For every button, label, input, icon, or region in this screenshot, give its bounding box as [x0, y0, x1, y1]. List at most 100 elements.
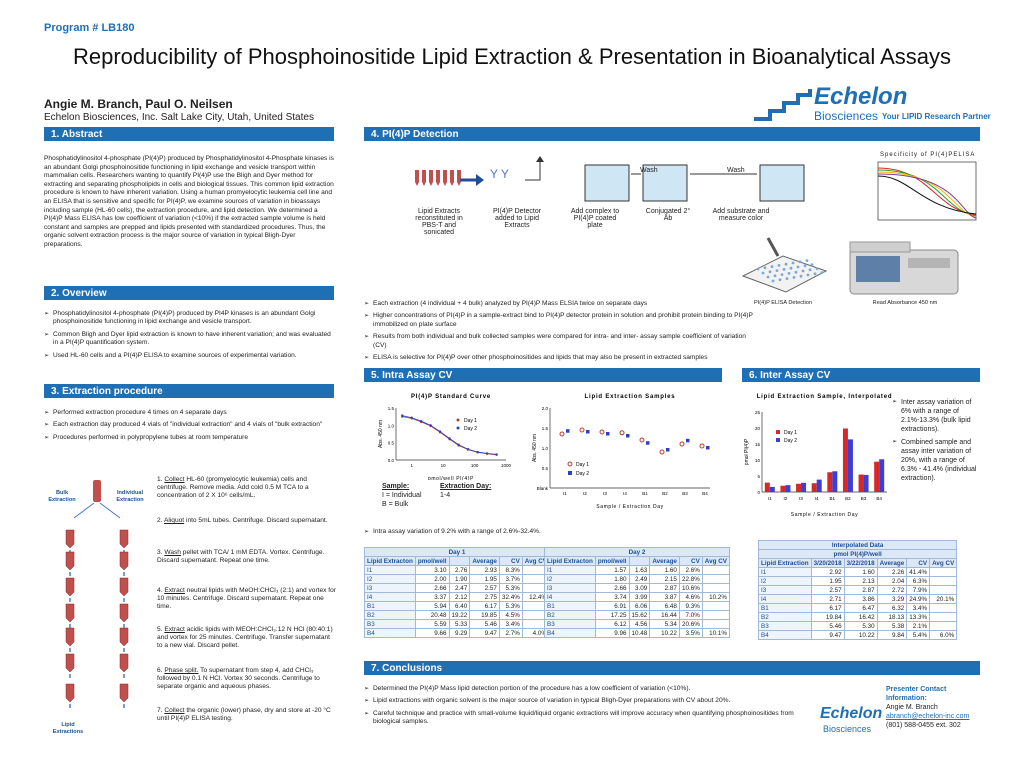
y-tick: 0.5: [542, 466, 549, 471]
y-tick: 10: [755, 458, 761, 463]
abstract-text: Phosphatidylinositol 4-phosphate (PI(4)P…: [44, 155, 334, 248]
x-tick: 10: [441, 463, 447, 468]
wash-label-2: Wash: [727, 167, 745, 174]
bulk-label: Bulk Extraction: [48, 490, 76, 503]
procedure-step: 3. Wash pellet with TCA/ 1 mM EDTA. Vort…: [157, 549, 325, 565]
x-axis-label: pmol/well PI(4)P: [428, 476, 474, 480]
footer-logo-name: Echelon: [820, 705, 883, 722]
legend-label: Day 1: [784, 430, 797, 436]
data-point: [566, 429, 570, 433]
data-point: [410, 416, 413, 419]
tube-icon: [65, 551, 75, 571]
data-point: [466, 448, 470, 451]
x-tick: I1: [563, 491, 567, 496]
legend-marker: [456, 426, 460, 430]
contact-title: Presenter Contact Information:: [886, 686, 947, 702]
inter-header: 6. Inter Assay CV: [742, 368, 980, 382]
poster-title: Reproducibility of Phosphoinositide Lipi…: [72, 44, 952, 69]
data-point: [448, 437, 451, 440]
detection-item: Results from both individual and bulk co…: [364, 333, 754, 350]
legend-marker: [568, 471, 572, 475]
sample-tube-icon: [422, 170, 426, 186]
y-tick: 1.5: [542, 426, 549, 431]
procedure-step: 2. Aliquot into 5mL tubes. Centrifuge. D…: [157, 517, 328, 524]
x-axis-label: Sample / Extraction Day: [791, 512, 858, 518]
y-tick: 0: [757, 490, 760, 495]
tube-icon: [65, 577, 75, 597]
bar: [847, 439, 853, 492]
inter-item: Combined sample and assay inter variatio…: [892, 438, 982, 483]
logo-sub: Biosciences: [814, 109, 879, 123]
table-subtitle-row: pmol PI(4)P/well: [757, 549, 958, 559]
data-point: [599, 429, 605, 435]
conclusions-header: 7. Conclusions: [364, 661, 980, 675]
wf-caption: Conjugated 2° Ab: [645, 208, 691, 222]
tube-icon: [65, 529, 75, 549]
data-point: [666, 448, 670, 452]
tube-icon: [119, 603, 129, 623]
y-axis-label: pmol PI(4)P: [744, 438, 750, 465]
bar: [801, 482, 807, 492]
sample-tube-icon: [436, 170, 440, 186]
specificity-chart: [877, 161, 977, 221]
chart-title: Lipid Extraction Sample, Interpolated: [757, 394, 892, 400]
legend-marker: [776, 438, 780, 442]
legend-label: Day 1: [464, 418, 477, 424]
program-number: Program # LB180: [44, 22, 135, 34]
sample-key: Sample: I = Individual B = Bulk: [382, 482, 422, 509]
conclusion-item: Determined the PI(4)P Mass lipid detecti…: [364, 685, 814, 694]
bar: [811, 483, 817, 492]
chart-title: Lipid Extraction Samples: [585, 394, 676, 400]
contact-email[interactable]: abranch@echelon-inc.com: [886, 713, 970, 720]
tube-icon: [119, 529, 129, 549]
series-line: [402, 415, 497, 455]
detection-item: Each extraction (4 individual + 4 bulk) …: [364, 300, 754, 309]
tube-icon: [65, 653, 75, 673]
intra-summary-list: Intra assay variation of 9.2% with a ran…: [364, 528, 744, 540]
x-tick: I2: [583, 491, 587, 496]
y-tick: 0.5: [388, 441, 395, 446]
workflow-captions: Lipid Extracts reconstituted in PBS-T an…: [410, 208, 790, 236]
wf-caption: Lipid Extracts reconstituted in PBS-T an…: [415, 208, 463, 236]
sample-tube-icon: [443, 170, 447, 186]
y-tick: 15: [755, 442, 761, 447]
sample-tube-icon: [450, 170, 454, 186]
overview-item: Common Bligh and Dyer lipid extraction i…: [44, 331, 334, 348]
affiliation: Echelon Biosciences, Inc. Salt Lake City…: [44, 112, 314, 123]
data-point: [646, 441, 650, 445]
bar: [785, 485, 791, 492]
x-tick: B2: [662, 491, 668, 496]
conclusion-item: Careful technique and practice with smal…: [364, 710, 814, 727]
data-point: [429, 424, 432, 427]
legend-label: Day 2: [576, 471, 589, 477]
procedure-step: 7. Collect the organic (lower) phase, dr…: [157, 707, 331, 723]
y-tick: 0.0: [388, 458, 395, 463]
sample-line: I = Individual: [382, 492, 422, 499]
x-tick: 100: [471, 463, 479, 468]
detection-workflow-graphic: Y Y: [415, 156, 805, 202]
extraction-item: Each extraction day produced 4 vials of …: [44, 421, 334, 430]
tube-icon: [65, 627, 75, 647]
x-tick: I3: [799, 496, 803, 501]
data-point: [706, 446, 710, 450]
legend-label: Day 2: [464, 426, 477, 432]
table-title-row: Interpolated Data: [757, 540, 958, 550]
table-title-row: Day 2: [544, 547, 730, 557]
elisa-plate-graphic: [741, 237, 828, 293]
y-tick: 1.0: [542, 446, 549, 451]
data-point: [686, 438, 690, 443]
data-point: [457, 443, 460, 446]
